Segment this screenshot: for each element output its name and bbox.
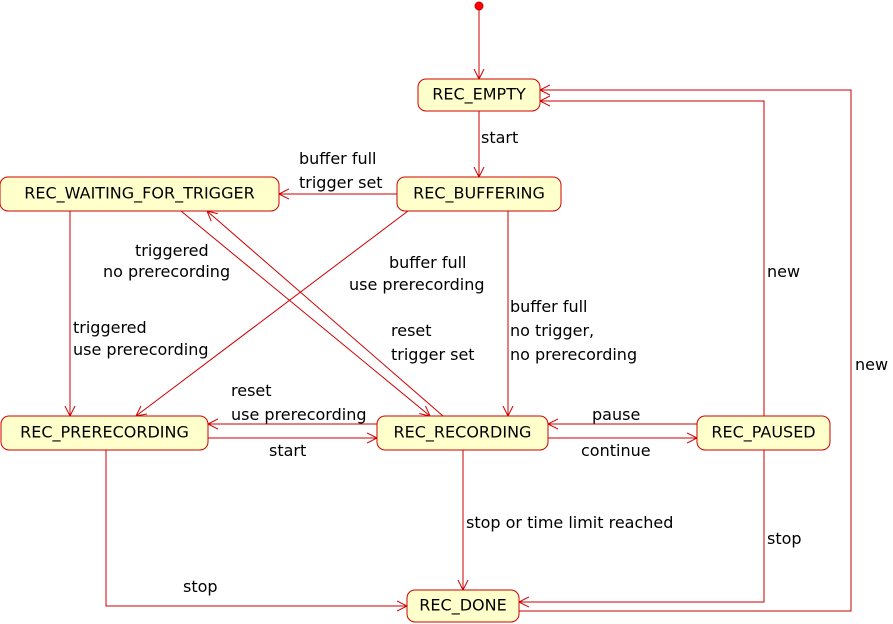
state-rec-buffering: REC_BUFFERING bbox=[396, 176, 562, 212]
state-rec-done: REC_DONE bbox=[406, 589, 520, 623]
initial-state-dot bbox=[474, 1, 484, 11]
label-start-empty-to-buffering: start bbox=[481, 128, 518, 147]
label-paused-to-recording: pause bbox=[592, 405, 640, 424]
state-rec-done-label: REC_DONE bbox=[419, 596, 506, 616]
label-recording-to-paused: continue bbox=[581, 441, 651, 460]
label-paused-to-done: stop bbox=[767, 529, 802, 548]
state-rec-prerecording: REC_PRERECORDING bbox=[0, 415, 209, 451]
state-rec-empty-label: REC_EMPTY bbox=[432, 85, 526, 105]
label-recording-to-prerecording-line1: reset bbox=[231, 381, 272, 400]
state-rec-waiting-for-trigger: REC_WAITING_FOR_TRIGGER bbox=[0, 176, 280, 212]
label-prerecording-to-done: stop bbox=[183, 577, 218, 596]
state-rec-waiting-for-trigger-label: REC_WAITING_FOR_TRIGGER bbox=[24, 184, 254, 204]
edge-buffering-to-prerecording bbox=[136, 210, 409, 416]
edge-prerecording-to-done bbox=[105, 450, 407, 606]
state-rec-recording-label: REC_RECORDING bbox=[394, 423, 532, 443]
state-rec-paused-box bbox=[696, 415, 831, 451]
state-rec-waiting-for-trigger-box bbox=[0, 176, 280, 212]
state-rec-prerecording-box bbox=[0, 415, 209, 451]
label-buffering-to-waiting-line1: buffer full bbox=[299, 149, 377, 168]
state-rec-recording: REC_RECORDING bbox=[376, 415, 549, 451]
label-waiting-to-prerecording-line1: triggered bbox=[73, 318, 147, 337]
label-done-to-empty: new bbox=[855, 355, 888, 374]
label-waiting-to-recording-line2: no prerecording bbox=[103, 262, 230, 281]
label-buffering-to-recording-line1: buffer full bbox=[510, 297, 588, 316]
label-recording-to-waiting-line1: reset bbox=[391, 321, 432, 340]
label-waiting-to-recording-line1: triggered bbox=[135, 241, 209, 260]
label-buffering-to-recording-line3: no prerecording bbox=[510, 345, 637, 364]
label-buffering-to-prerecording-line2: use prerecording bbox=[349, 275, 484, 294]
state-rec-empty-box bbox=[417, 78, 541, 112]
label-paused-to-empty: new bbox=[767, 262, 800, 281]
edge-done-to-empty bbox=[519, 90, 852, 612]
label-prerecording-to-recording: start bbox=[269, 441, 306, 460]
label-recording-to-done: stop or time limit reached bbox=[466, 513, 673, 532]
state-rec-paused: REC_PAUSED bbox=[696, 415, 831, 451]
label-buffering-to-prerecording-line1: buffer full bbox=[389, 253, 467, 272]
edge-recording-to-waiting bbox=[207, 211, 444, 417]
edge-waiting-to-recording bbox=[180, 210, 430, 416]
state-rec-buffering-label: REC_BUFFERING bbox=[413, 184, 545, 204]
edge-paused-to-done bbox=[519, 450, 765, 602]
label-waiting-to-prerecording-line2: use prerecording bbox=[73, 340, 208, 359]
state-rec-paused-label: REC_PAUSED bbox=[711, 423, 815, 443]
label-buffering-to-waiting-line2: trigger set bbox=[299, 173, 383, 192]
state-rec-buffering-box bbox=[396, 176, 562, 212]
edge-paused-to-empty bbox=[540, 101, 765, 416]
state-rec-prerecording-label: REC_PRERECORDING bbox=[20, 423, 189, 443]
state-rec-recording-box bbox=[376, 415, 549, 451]
label-recording-to-waiting-line2: trigger set bbox=[391, 345, 475, 364]
state-rec-done-box bbox=[406, 589, 520, 623]
state-rec-empty: REC_EMPTY bbox=[417, 78, 541, 112]
label-buffering-to-recording-line2: no trigger, bbox=[510, 321, 594, 340]
label-recording-to-prerecording-line2: use prerecording bbox=[231, 405, 366, 424]
